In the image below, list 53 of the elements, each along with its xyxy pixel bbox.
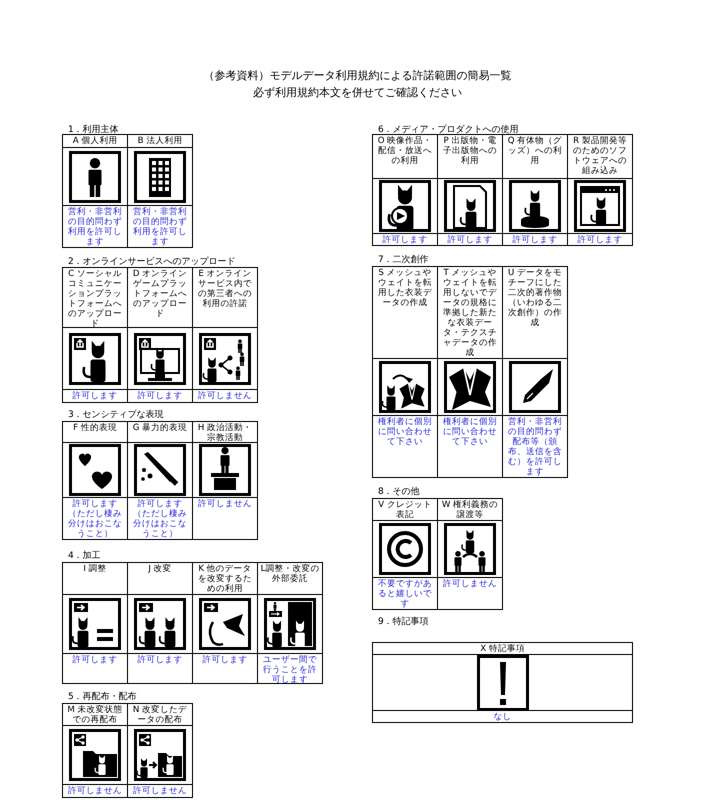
header-cell: H 政治活動・宗教活動	[192, 421, 258, 443]
status-cell: 許可します	[192, 653, 258, 684]
section-heading: 9．特記事項	[378, 616, 429, 628]
status-cell: 許可します	[127, 389, 193, 403]
header-cell: T メッシュやウェイトを転用しないでデータの規格に準拠した新たな衣装データ・テクスチャデータの作成	[437, 266, 503, 359]
status-cell: 許可します（ただし棲み分けはおこなうこと）	[127, 497, 193, 540]
status-cell: 許可します	[567, 233, 633, 246]
header-cell: O 映像作品・配信・放送への利用	[372, 134, 438, 179]
header-cell: R 製品開発等のためのソフトウェアへの組み込み	[567, 134, 633, 179]
status-cell: 許可しません	[437, 577, 503, 610]
header-cell: A 個人利用	[62, 134, 128, 148]
section-heading: 8．その他	[378, 486, 420, 498]
section-heading: 3．センシティブな表現	[68, 408, 164, 421]
header-cell: K 他のデータを改変するための利用	[192, 562, 258, 595]
section-heading: 7．二次創作	[378, 254, 429, 266]
status-cell: 許可します	[127, 653, 193, 684]
header-cell: U データをモチーフにした二次的著作物（いわゆる二次創作）の作成	[502, 266, 568, 359]
status-cell: なし	[372, 710, 633, 723]
header-cell: F 性的表現	[62, 421, 128, 443]
section-heading: 5．再配布・配布	[68, 690, 137, 703]
status-cell: 許可しません	[192, 497, 258, 540]
status-cell: 許可します	[372, 233, 438, 246]
status-cell: 権利者に個別に問い合わせて下さい	[372, 415, 438, 478]
header-cell: N 改変したデータの配布	[127, 703, 193, 726]
status-cell: 許可します	[502, 233, 568, 246]
title: （参考資料）モデルデータ利用規約による許諾範囲の簡易一覧	[202, 68, 512, 83]
status-cell: 営利・非営利の目的問わず配布等（頒布、送信を含む）を許可します	[502, 415, 568, 478]
header-cell: M 未改変状態での再配布	[62, 703, 128, 726]
header-cell: E オンラインサービス内での第三者への利用の許諾	[192, 267, 258, 328]
subtitle-note: 必ず利用規約本文を併せてご確認ください	[252, 85, 463, 100]
status-cell: 許可します（ただし棲み分けはおこなうこと）	[62, 497, 128, 540]
status-cell: 許可しません	[192, 389, 258, 403]
status-cell: 許可します	[62, 389, 128, 403]
status-cell: 許可します	[62, 653, 128, 684]
status-cell: 権利者に個別に問い合わせて下さい	[437, 415, 503, 478]
section-heading: 1．利用主体	[68, 124, 119, 136]
section-heading: 2．オンラインサービスへのアップロード	[68, 255, 236, 268]
header-cell: C ソーシャルコミュニケーションプラットフォームへのアップロード	[62, 267, 128, 328]
header-cell: V クレジット表記	[372, 498, 438, 521]
section-heading: 6．メディア・プロダクトへの使用	[378, 123, 519, 136]
header-cell: B 法人利用	[127, 134, 193, 148]
status-cell: 営利・非営利の目的問わず利用を許可します	[62, 205, 128, 248]
header-cell: I 調整	[62, 562, 128, 595]
status-cell: 許可しません	[62, 784, 128, 798]
status-cell: 許可します	[437, 233, 503, 246]
header-cell: L調整・改変の外部委託	[257, 562, 323, 595]
status-cell: 営利・非営利の目的問わず利用を許可します	[127, 205, 193, 248]
section-heading: 4．加工	[68, 550, 101, 562]
header-cell: W 権利義務の譲渡等	[437, 498, 503, 521]
status-cell: 不要ですがあると嬉しいです	[372, 577, 438, 610]
status-cell: ユーザー間で行うことを許可します	[257, 653, 323, 684]
status-cell: 許可しません	[127, 784, 193, 798]
header-cell: S メッシュやウェイトを転用した衣装データの作成	[372, 266, 438, 359]
